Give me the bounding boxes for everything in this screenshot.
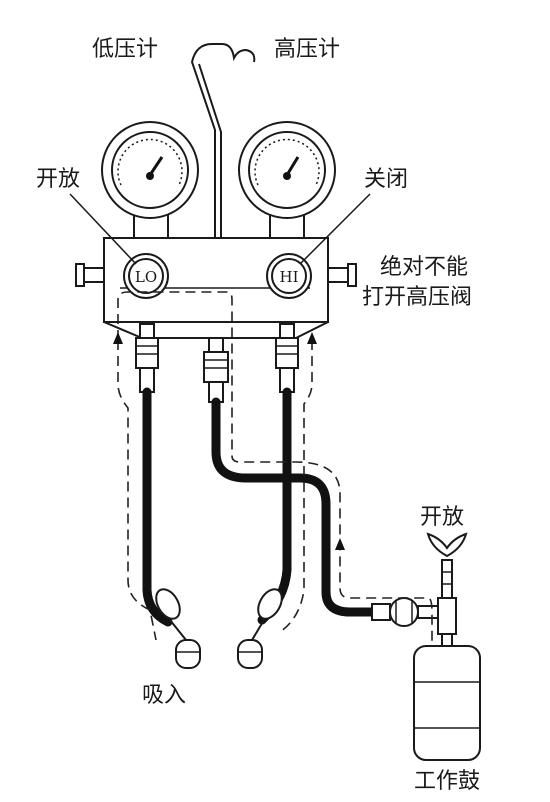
hi-valve-label: HI xyxy=(279,268,298,286)
open-label-left: 开放 xyxy=(36,167,80,192)
drum-valve-assembly xyxy=(371,532,468,647)
low-side-hose xyxy=(142,387,173,627)
lo-valve[interactable]: LO xyxy=(123,253,169,299)
warning-label-line1: 绝对不能 xyxy=(380,255,468,280)
high-side-hose xyxy=(257,387,292,625)
high-pressure-gauge-label: 高压计 xyxy=(274,37,340,62)
open-label-drum: 开放 xyxy=(420,505,464,530)
low-pressure-gauge-label: 低压计 xyxy=(92,37,158,62)
flow-arrow-right xyxy=(307,332,317,344)
warning-label-line2: 打开高压阀 xyxy=(362,285,472,310)
flow-path-low-side xyxy=(117,340,157,641)
center-charging-hose xyxy=(211,397,377,617)
flow-arrow-hose xyxy=(335,538,345,550)
working-drum xyxy=(413,645,481,761)
high-pressure-gauge xyxy=(238,121,336,239)
leader-close-right xyxy=(299,193,371,265)
suction-label: 吸入 xyxy=(142,683,186,708)
gauge-hanger-hook xyxy=(190,43,256,240)
left-fitting xyxy=(135,323,159,393)
hi-valve[interactable]: HI xyxy=(266,253,312,299)
leader-open-left xyxy=(69,193,137,265)
low-pressure-gauge xyxy=(101,121,199,239)
right-fitting xyxy=(275,323,299,393)
flow-arrow-left xyxy=(113,332,123,344)
suction-port-right xyxy=(237,588,283,669)
center-fitting xyxy=(203,337,229,403)
suction-port-left xyxy=(155,588,201,669)
close-label-right: 关闭 xyxy=(364,167,408,192)
flow-path-charging xyxy=(117,291,433,646)
working-drum-label: 工作鼓 xyxy=(414,769,480,794)
lo-valve-label: LO xyxy=(135,268,157,286)
flow-path-high-side xyxy=(279,340,313,633)
